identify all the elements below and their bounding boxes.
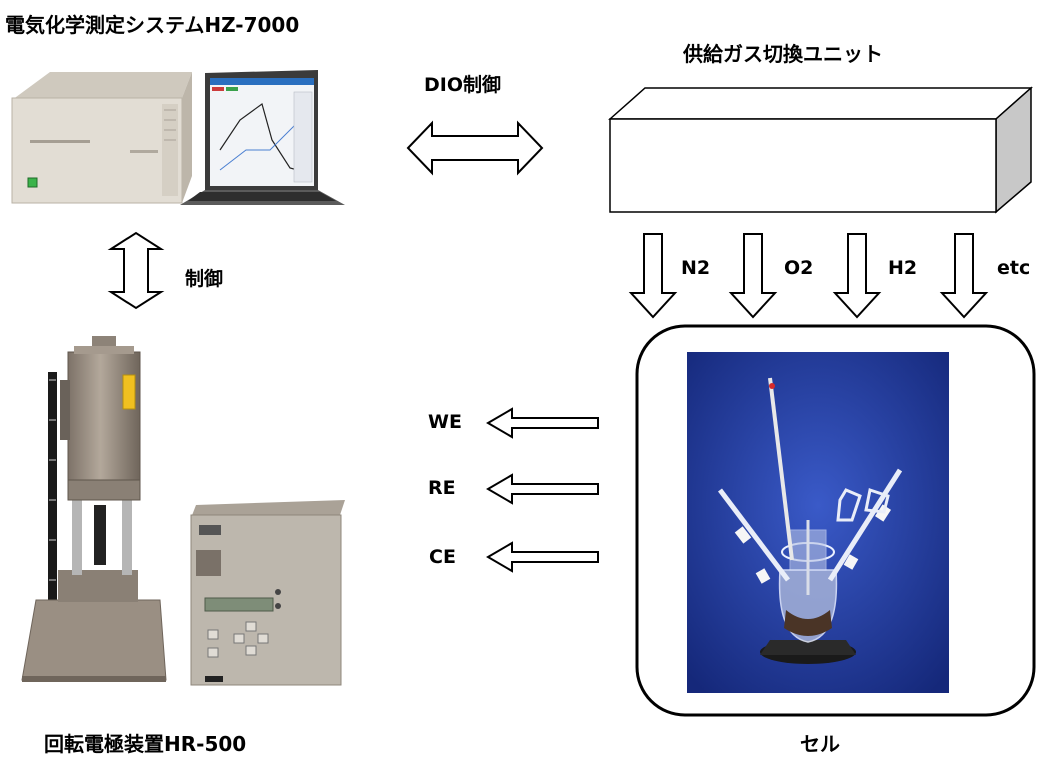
gas-label-o2: O2 <box>784 257 814 279</box>
dio-control-label: DIO制御 <box>424 74 501 96</box>
control-double-arrow <box>107 231 165 310</box>
hz7000-instrument-image <box>11 70 345 205</box>
electrode-label-re: RE <box>428 477 456 499</box>
cell-title: セル <box>800 732 840 756</box>
electrode-arrow-ce <box>486 541 599 573</box>
electrode-label-ce: CE <box>429 546 456 568</box>
electrode-label-we: WE <box>428 411 462 433</box>
gas-unit-title: 供給ガス切換ユニット <box>683 42 883 66</box>
gas-arrow-n2 <box>628 233 678 319</box>
electrode-arrow-re <box>486 473 599 505</box>
electrochemical-cell-image <box>687 352 949 693</box>
electrode-arrow-we <box>486 407 599 439</box>
gas-arrow-h2 <box>832 233 882 319</box>
control-label: 制御 <box>185 268 224 290</box>
gas-arrow-etc <box>939 233 989 319</box>
gas-switching-unit-box <box>608 86 1033 214</box>
gas-label-n2: N2 <box>681 257 711 279</box>
system-title: 電気化学測定システムHZ-7000 <box>5 13 300 37</box>
hr500-rotator-image <box>21 336 345 686</box>
rotator-title: 回転電極装置HR-500 <box>44 732 247 756</box>
gas-arrow-o2 <box>728 233 778 319</box>
gas-label-h2: H2 <box>888 257 918 279</box>
gas-label-etc: etc <box>997 257 1031 279</box>
dio-control-double-arrow <box>406 120 544 176</box>
